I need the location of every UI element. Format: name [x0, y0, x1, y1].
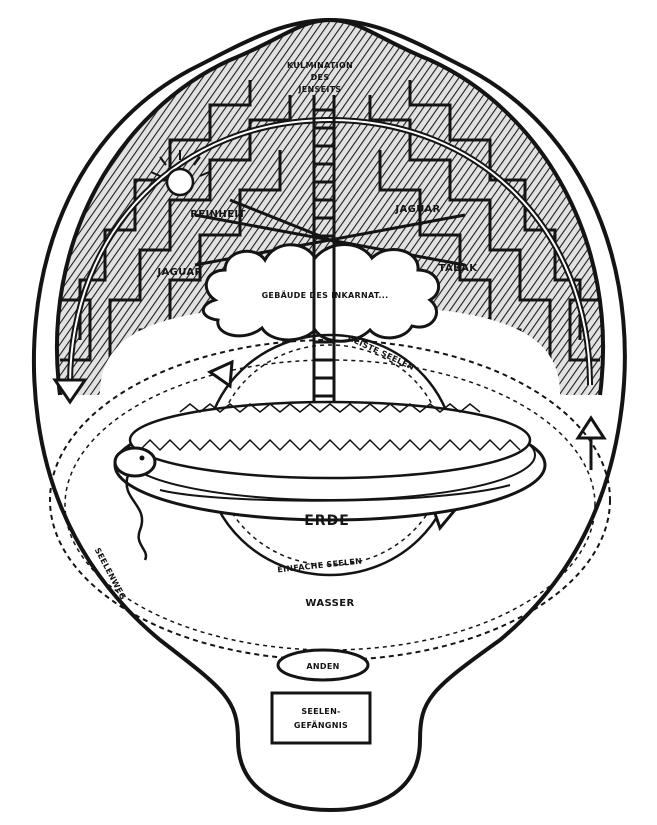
dome-outline [54, 17, 606, 396]
arrow-upper-left-icon [206, 359, 234, 389]
top-label-line2: DES [311, 73, 330, 82]
sun-icon [150, 150, 210, 197]
label-left-upper: REINHEIT [190, 209, 246, 220]
arrow-left-down-icon [52, 378, 88, 405]
bottom-oval-label: ANDEN [306, 662, 339, 671]
ladder [312, 95, 336, 450]
bottom-box-label-line1: SEELEN- [301, 707, 340, 716]
bottom-box [270, 691, 372, 745]
water-label: WASSER [305, 598, 354, 609]
earth-disc [113, 400, 547, 522]
label-right-upper: JAGUAR [394, 204, 440, 215]
top-label-line1: KULMINATION [287, 61, 353, 70]
cloud [201, 243, 441, 343]
bottom-oval [276, 648, 370, 682]
label-left-lower: JAGUAR [156, 267, 202, 278]
bottom-box-label-line2: GEFÄNGNIS [294, 720, 348, 730]
top-label-line3: JENSEITS [298, 85, 342, 94]
cloud-label: GEBÄUDE DES INKARNAT... [262, 290, 389, 300]
earth-label: ERDE [304, 513, 350, 529]
snake-head-icon [113, 446, 157, 561]
label-right-lower: TABAK [439, 263, 479, 274]
